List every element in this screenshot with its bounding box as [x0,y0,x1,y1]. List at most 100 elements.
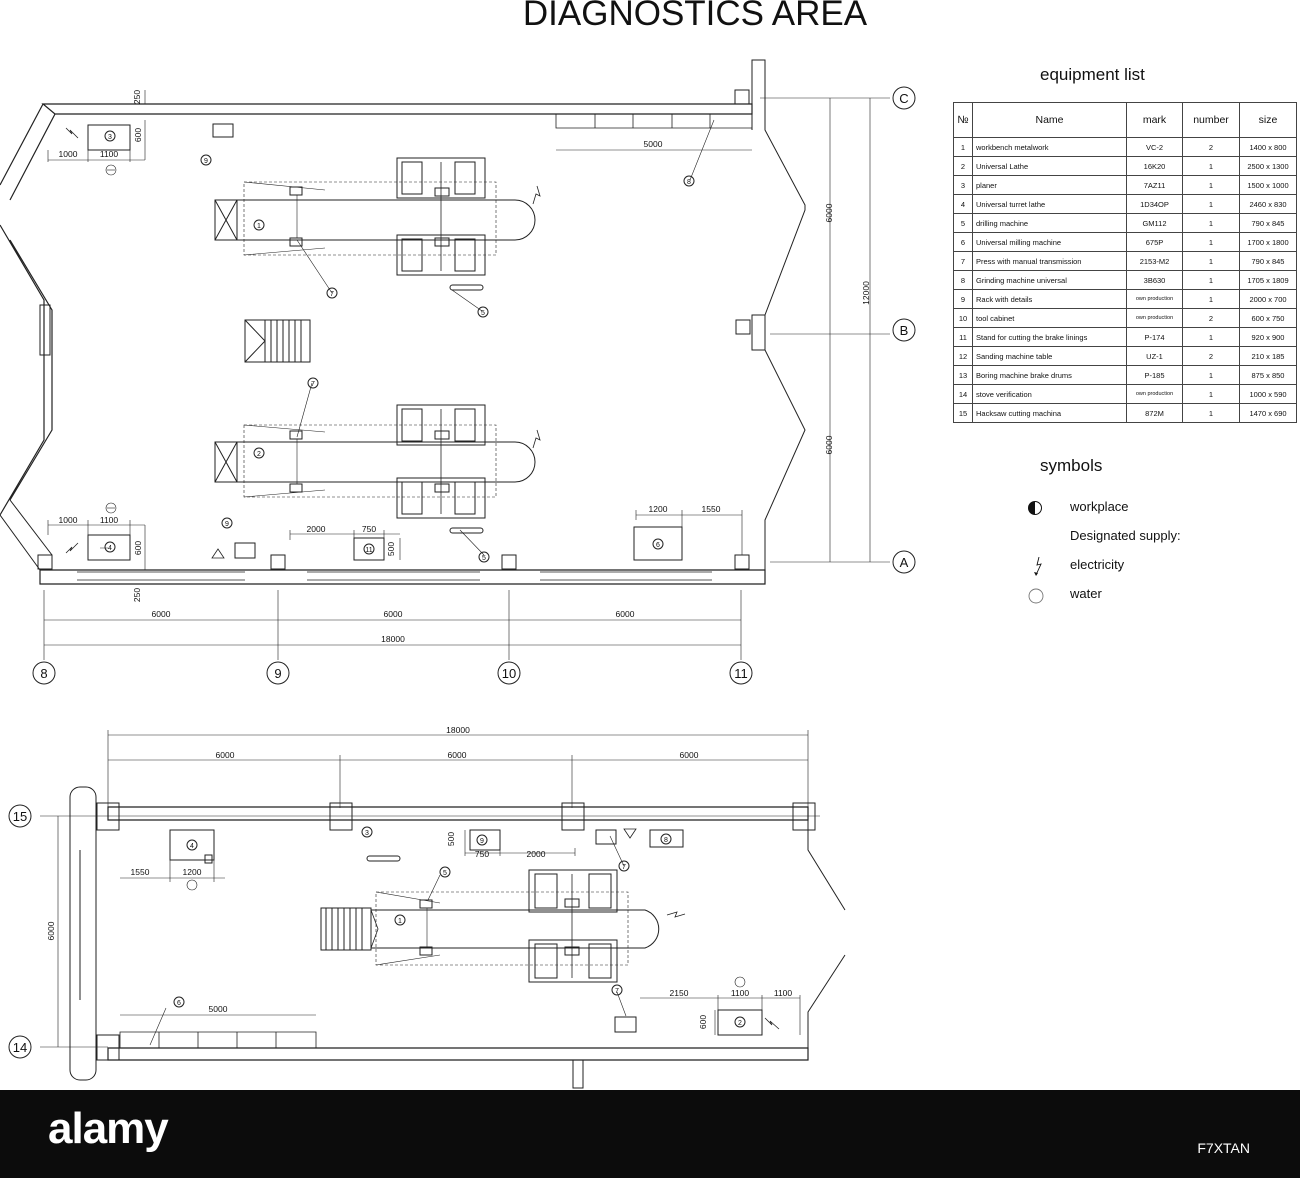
dim: 6000 [216,750,235,760]
equipment-mark: 1 [398,918,402,925]
row-number: 1 [953,137,973,157]
row-count: 1 [1182,365,1240,385]
row-name: tool cabinet [972,308,1127,328]
row-count: 1 [1182,175,1240,195]
dim: 6000 [384,609,403,619]
dim: 1100 [774,988,793,998]
axis-label: 9 [274,666,281,681]
row-name: stove verification [972,384,1127,404]
row-size: 2500 x 1300 [1239,156,1297,176]
equipment-mark: 11 [365,547,372,554]
equipment-mark: 3 [365,830,369,837]
row-mark: 872M [1126,403,1183,423]
dim: 2150 [670,988,689,998]
equipment-mark: 2 [738,1020,742,1027]
dim: 600 [698,1015,708,1029]
row-count: 1 [1182,156,1240,176]
col-size: size [1239,102,1297,138]
row-mark: 3B630 [1126,270,1183,290]
row-number: 9 [953,289,973,309]
equipment-mark: 9 [480,838,484,845]
row-name: Sanding machine table [972,346,1127,366]
row-number: 7 [953,251,973,271]
dim: 6000 [46,921,56,940]
row-count: 2 [1182,137,1240,157]
row-size: 1400 x 800 [1239,137,1297,157]
water-icon [1028,588,1044,604]
row-name: workbench metalwork [972,137,1127,157]
row-number: 12 [953,346,973,366]
dim: 1100 [100,515,119,525]
axis-label: A [900,555,909,570]
row-count: 1 [1182,213,1240,233]
axis-label: 11 [734,666,748,681]
equipment-mark: 7 [330,291,334,298]
row-name: Universal Lathe [972,156,1127,176]
plan1-right-wall [751,59,806,570]
row-number: 6 [953,232,973,252]
row-name: Boring machine brake drums [972,365,1127,385]
plan1-left-wall [0,103,56,516]
row-mark: own production [1126,384,1183,404]
row-count: 1 [1182,251,1240,271]
row-mark: 675P [1126,232,1183,252]
row-number: 14 [953,384,973,404]
row-size: 210 x 185 [1239,346,1297,366]
col-mark: mark [1126,102,1183,138]
image-code: F7XTAN [1197,1140,1250,1156]
row-name: drilling machine [972,213,1127,233]
lift-2 [214,404,536,519]
row-count: 2 [1182,308,1240,328]
equipment-mark: 5 [481,310,485,317]
equipment-mark: 7 [311,381,315,388]
row-name: Hacksaw cutting machina [972,403,1127,423]
equipment-mark: 7 [622,864,626,871]
symbols-heading: symbols [1040,456,1103,475]
row-name: Universal milling machine [972,232,1127,252]
row-count: 1 [1182,194,1240,214]
dim: 600 [133,541,143,555]
axis-label: C [899,91,908,106]
row-count: 1 [1182,403,1240,423]
dim: 1550 [131,867,150,877]
row-number: 5 [953,213,973,233]
workplace-icon [1028,501,1042,515]
plan1-bottom-wall [39,569,766,585]
equipment-mark: 9 [225,521,229,528]
dim: 6000 [152,609,171,619]
equipment-mark: 3 [108,134,112,141]
row-mark: own production [1126,308,1183,328]
row-name: Rack with details [972,289,1127,309]
dim: 1200 [183,867,202,877]
row-name: Universal turret lathe [972,194,1127,214]
plan1-top-wall [41,103,753,115]
row-size: 1705 x 1809 [1239,270,1297,290]
row-mark: VC-2 [1126,137,1183,157]
brand-logo: alamy [48,1104,169,1153]
plan2-bottom-wall [107,1047,809,1061]
row-mark: P-174 [1126,327,1183,347]
equipment-mark: 8 [687,179,691,186]
equipment-mark: 6 [177,1000,181,1007]
dim: 18000 [381,634,405,644]
dim: 1200 [649,504,668,514]
row-number: 15 [953,403,973,423]
row-number: 8 [953,270,973,290]
row-size: 790 x 845 [1239,213,1297,233]
dim: 1100 [100,149,119,159]
col-number: № [953,102,973,138]
dim: 12000 [861,281,871,305]
row-number: 4 [953,194,973,214]
dim: 6000 [824,203,834,222]
dim: 750 [475,849,489,859]
row-size: 875 x 850 [1239,365,1297,385]
dim: 750 [362,524,376,534]
dim: 250 [132,588,142,602]
